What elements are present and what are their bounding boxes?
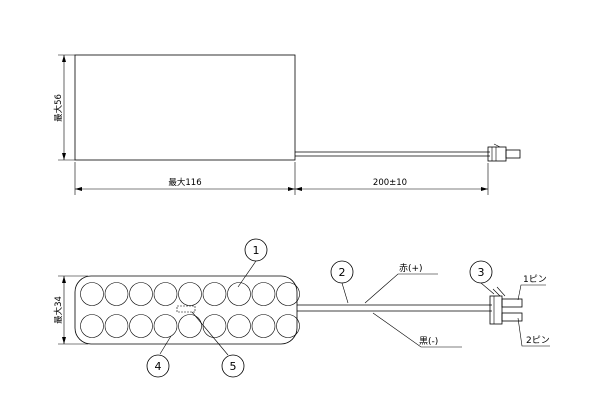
cell-array [80, 282, 300, 338]
label-marking [176, 305, 196, 313]
balloon-1-number: 1 [253, 244, 260, 257]
cell-circle [276, 282, 300, 306]
cell-circle [227, 282, 251, 306]
cell-circle [129, 282, 153, 306]
cell-circle [104, 282, 129, 306]
cell-circle [80, 282, 104, 306]
red-wire-label: 赤(+) [399, 263, 423, 274]
cell-circle [251, 314, 276, 338]
dimension-bottom-height-label: 最大34 [53, 296, 64, 324]
cell-circle [227, 314, 251, 338]
battery-pack-side [74, 275, 298, 345]
pin1-callout: 1ピン [517, 274, 547, 301]
dimension-lead-length: 200±10 [295, 163, 489, 195]
balloon-5: 5 [191, 311, 245, 378]
pin1-label: 1ピン [523, 274, 547, 285]
balloon-2-number: 2 [339, 266, 346, 279]
lead-wires-side [297, 304, 492, 312]
balloon-4-number: 4 [155, 360, 162, 373]
balloon-3: 3 [469, 260, 495, 295]
cell-circle [80, 314, 104, 338]
dimension-top-width-label: 最大116 [168, 177, 201, 188]
pin2-callout: 2ピン [517, 317, 550, 347]
top-view: 最大56 最大116 200±10 [53, 54, 521, 195]
cell-circle [153, 314, 178, 338]
balloon-3-number: 3 [478, 266, 485, 279]
cell-circle [153, 282, 178, 306]
dimension-top-width: 最大116 [74, 162, 296, 195]
cell-circle [276, 314, 300, 338]
black-wire-label: 黒(-) [419, 336, 438, 347]
dimension-bottom-height: 最大34 [53, 275, 88, 345]
dimension-top-height: 最大56 [53, 54, 75, 161]
dimension-lead-length-label: 200±10 [373, 178, 407, 188]
black-wire-callout: 黒(-) [372, 312, 462, 348]
connector-side [489, 286, 523, 325]
cell-circle [202, 314, 227, 338]
cell-circle [104, 314, 129, 338]
cell-circle [178, 314, 202, 338]
cell-circle [202, 282, 227, 306]
red-wire-callout: 赤(+) [364, 263, 438, 304]
cell-circle [129, 314, 153, 338]
bottom-view: 最大34 1 2 3 4 5 [53, 238, 550, 378]
cell-circle [178, 282, 202, 306]
battery-pack-top [74, 54, 296, 161]
cell-circle [251, 282, 276, 306]
dimension-top-height-label: 最大56 [53, 94, 64, 122]
pin2-label: 2ピン [526, 335, 550, 346]
connector-top [487, 143, 521, 162]
balloon-1: 1 [237, 238, 268, 288]
balloon-5-number: 5 [230, 360, 237, 373]
balloon-2: 2 [330, 260, 354, 304]
balloon-4: 4 [146, 335, 172, 378]
